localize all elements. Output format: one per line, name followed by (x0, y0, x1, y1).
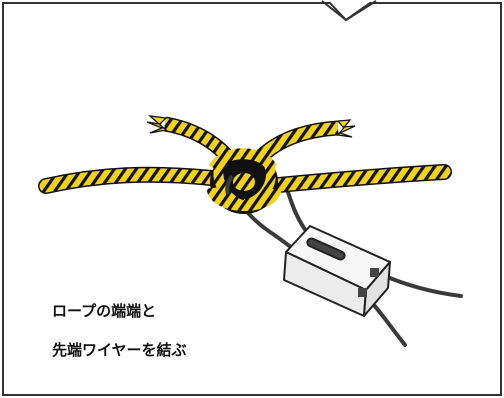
caption-line-2: 先端ワイヤーを結ぶ (52, 341, 187, 359)
wire-clamp-box (283, 225, 391, 317)
frayed-end-right (336, 119, 356, 138)
frayed-end-left (146, 115, 168, 134)
wire-end-in-knot (225, 174, 234, 195)
caption: ロープの端端と 先端ワイヤーを結ぶ (52, 302, 282, 359)
rope-main (38, 164, 452, 194)
caption-line-1: ロープの端端と (52, 302, 157, 320)
rope-knot (206, 148, 282, 214)
frame-notch (321, 0, 377, 22)
